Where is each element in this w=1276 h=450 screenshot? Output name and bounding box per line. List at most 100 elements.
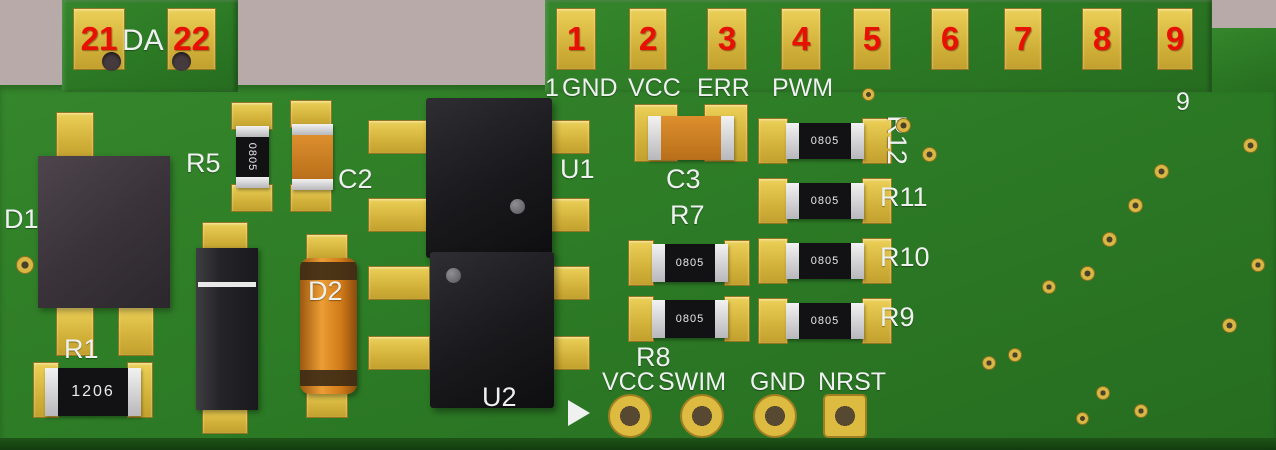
pin-number-3: 3 <box>717 20 737 57</box>
via <box>1008 348 1022 362</box>
r5-marking: 0805 <box>246 142 259 172</box>
component-capacitor-body <box>196 248 258 410</box>
component-r11: 0805 <box>786 183 864 219</box>
terminal-cap <box>652 300 665 338</box>
pin-number-21: 21 <box>80 20 118 57</box>
via <box>16 256 34 274</box>
pin-pad-6: 6 <box>931 8 969 70</box>
pin-number-1: 1 <box>566 20 586 57</box>
terminal-cap <box>851 303 864 339</box>
ref-label-u1: U1 <box>560 154 595 184</box>
component-r12: 0805 <box>786 123 864 159</box>
smd-pad <box>758 178 788 224</box>
pin-number-9: 9 <box>1165 20 1185 57</box>
board-corner-step <box>1212 28 1276 92</box>
silk-label-err: ERR <box>697 74 750 102</box>
smd-pad <box>548 120 590 154</box>
smd-pad <box>368 198 430 232</box>
pin-number-5: 5 <box>862 20 882 57</box>
via <box>982 356 996 370</box>
silk-label-nrst: NRST <box>818 368 887 396</box>
via <box>896 118 911 133</box>
smd-pad <box>548 336 590 370</box>
silk-corner-number: 9 <box>1176 88 1190 116</box>
board-bottom-edge <box>0 438 1276 450</box>
ref-label-r7: R7 <box>670 200 705 230</box>
pin1-arrow-marker <box>568 400 590 426</box>
component-c3 <box>648 116 734 160</box>
component-r9: 0805 <box>786 303 864 339</box>
terminal-cap <box>128 368 141 416</box>
pin-pad-1: 1 <box>556 8 596 70</box>
r9-marking: 0805 <box>799 303 851 339</box>
pin-number-22: 22 <box>173 20 210 57</box>
via <box>1042 280 1056 294</box>
smd-pad <box>231 102 273 130</box>
terminal-cap <box>652 244 665 282</box>
r12-marking: 0805 <box>799 123 851 159</box>
smd-pad <box>118 306 154 356</box>
component-r7: 0805 <box>652 244 728 282</box>
r8-marking: 0805 <box>665 300 715 338</box>
ref-label-c2: C2 <box>338 164 373 194</box>
component-r5: 0805 <box>236 126 269 188</box>
r10-marking: 0805 <box>799 243 851 279</box>
via <box>1251 258 1265 272</box>
terminal-cap <box>721 116 734 160</box>
ref-label-r11: R11 <box>880 182 928 212</box>
smd-pad <box>231 184 273 212</box>
d2-band <box>300 262 357 280</box>
c3-body <box>661 116 721 160</box>
via <box>1154 164 1169 179</box>
pin-pad-8: 8 <box>1082 8 1122 70</box>
smd-pad <box>758 238 788 284</box>
r5-body: 0805 <box>236 137 269 177</box>
component-r8: 0805 <box>652 300 728 338</box>
smd-pad <box>368 336 430 370</box>
component-r1: 1206 <box>45 368 141 416</box>
ref-label-r9: R9 <box>880 302 915 332</box>
terminal-cap <box>236 126 269 137</box>
pin-number-8: 8 <box>1092 20 1112 57</box>
ref-label-c3: C3 <box>666 164 701 194</box>
smd-pad <box>56 306 94 356</box>
smd-pad <box>862 298 892 344</box>
via <box>1076 412 1089 425</box>
u1-pin1-dot <box>510 199 525 214</box>
pin-number-6: 6 <box>940 20 960 57</box>
via <box>1243 138 1258 153</box>
terminal-cap <box>236 177 269 188</box>
r11-marking: 0805 <box>799 183 851 219</box>
component-c2 <box>292 124 333 190</box>
smd-pad <box>548 266 590 300</box>
smd-pad <box>368 266 430 300</box>
smd-pad <box>862 118 892 164</box>
via <box>922 147 937 162</box>
terminal-cap <box>851 183 864 219</box>
via <box>862 88 875 101</box>
terminal-cap <box>648 116 661 160</box>
terminal-cap <box>851 243 864 279</box>
component-r10: 0805 <box>786 243 864 279</box>
pin-pad-9: 9 <box>1157 8 1193 70</box>
ref-label-d1: D1 <box>4 204 39 234</box>
drill-hole <box>172 52 191 71</box>
via <box>1222 318 1237 333</box>
through-hole-pad-swim <box>680 394 724 438</box>
terminal-cap <box>786 123 799 159</box>
pin-pad-4: 4 <box>781 8 821 70</box>
terminal-cap <box>851 123 864 159</box>
silk-label-vcc-bottom: VCC <box>602 368 655 396</box>
through-hole-pad-nrst <box>823 394 867 438</box>
u2-pin1-dot <box>446 268 461 283</box>
smd-pad <box>862 178 892 224</box>
drill-hole <box>102 52 121 71</box>
via <box>1134 404 1148 418</box>
smd-pad <box>758 118 788 164</box>
silk-label-gnd: GND <box>562 74 618 102</box>
smd-pad <box>368 120 430 154</box>
pin-number-2: 2 <box>638 20 658 57</box>
pin-pad-3: 3 <box>707 8 747 70</box>
silk-label-swim: SWIM <box>658 368 727 396</box>
